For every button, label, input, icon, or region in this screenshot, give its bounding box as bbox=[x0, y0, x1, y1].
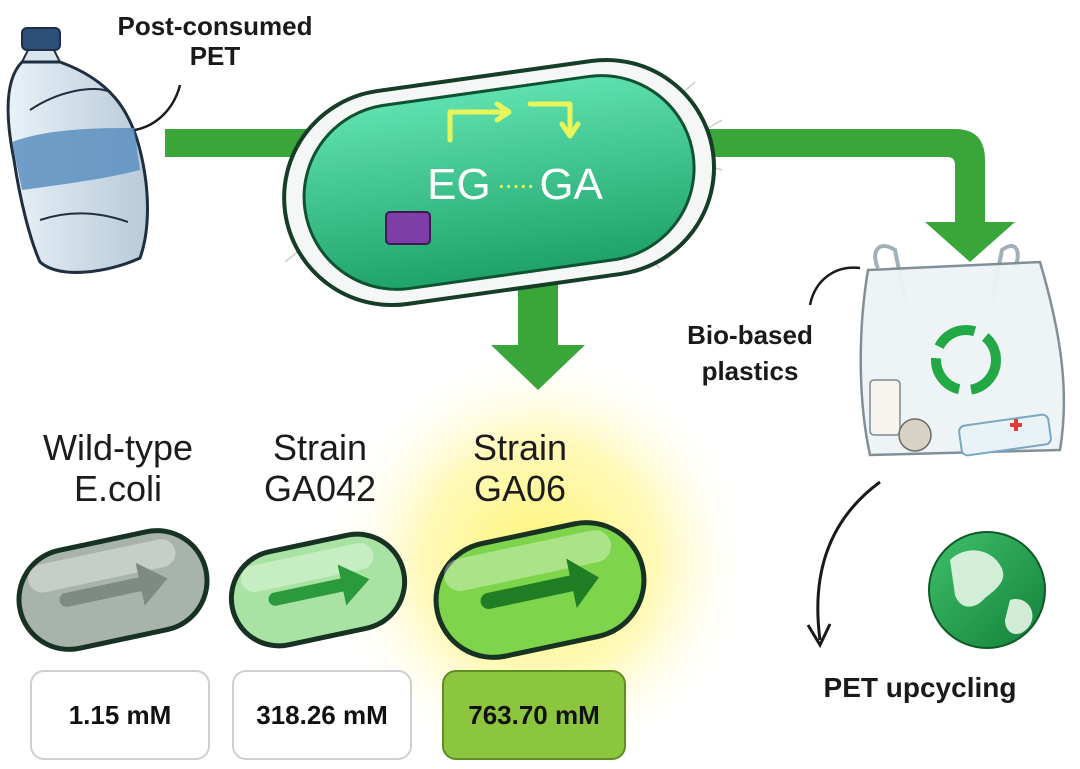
strain-title-ga042: Strain GA042 bbox=[220, 427, 420, 510]
product-label-line2: plastics bbox=[701, 355, 799, 386]
strain-cell-2 bbox=[228, 531, 408, 649]
strain-cell-shine bbox=[28, 539, 176, 593]
cell-reaction-label: EG ····· GA bbox=[410, 160, 620, 210]
titer-value-ga042: 318.26 mM bbox=[232, 670, 412, 760]
source-label: Post-consumed PET bbox=[85, 11, 345, 72]
flow-arrow-down bbox=[491, 268, 585, 390]
upcycling-arrowhead bbox=[806, 623, 832, 649]
eg-ga-link: ····· bbox=[496, 169, 536, 200]
titer-value-wild-type: 1.15 mM bbox=[30, 670, 210, 760]
source-label-line1: Post-consumed bbox=[117, 11, 313, 41]
bag-label-connector bbox=[808, 266, 861, 306]
strain-cell-1 bbox=[16, 528, 210, 652]
source-label-line2: PET bbox=[189, 40, 241, 71]
strain-title-line1: Strain bbox=[272, 427, 368, 468]
flow-arrow-out bbox=[705, 129, 1015, 262]
strain-title-wild-type: Wild-type E.coli bbox=[18, 427, 218, 510]
bacterium-cell bbox=[282, 57, 723, 308]
product-label: Bio-based plastics bbox=[655, 318, 845, 390]
plastic-bag-icon bbox=[859, 244, 1066, 457]
strain-cell-shine bbox=[444, 530, 612, 591]
membrane-protein-icon bbox=[385, 211, 431, 245]
strain-cells bbox=[16, 520, 647, 660]
titer-value-ga06: 763.70 mM bbox=[442, 670, 626, 760]
pet-bottle-icon bbox=[6, 27, 182, 274]
growth-arrow-shaft bbox=[59, 576, 152, 607]
eg-label: EG bbox=[427, 160, 491, 209]
strain-title-ga06: Strain GA06 bbox=[420, 427, 620, 510]
product-label-line1: Bio-based bbox=[687, 320, 813, 350]
growth-arrow-shaft bbox=[480, 574, 584, 609]
outcome-label: PET upcycling bbox=[823, 672, 1017, 703]
ga-label: GA bbox=[539, 160, 603, 209]
globe-icon bbox=[928, 531, 1046, 649]
upcycling-curve-arrow bbox=[816, 480, 881, 641]
strain-title-line1: Strain bbox=[472, 427, 568, 468]
growth-arrow-head bbox=[135, 562, 168, 606]
recycle-icon bbox=[931, 325, 1001, 395]
growth-arrow-head bbox=[566, 558, 599, 609]
strain-title-line2: E.coli bbox=[73, 468, 163, 510]
strain-cell-shine bbox=[240, 543, 374, 593]
strain-title-line2: GA042 bbox=[263, 468, 377, 510]
strain-title-line1: Wild-type bbox=[42, 427, 194, 468]
growth-arrow-head bbox=[337, 564, 370, 606]
strain-cell-3 bbox=[433, 520, 647, 660]
strain-title-line2: GA06 bbox=[473, 468, 567, 510]
growth-arrow-shaft bbox=[268, 577, 353, 606]
